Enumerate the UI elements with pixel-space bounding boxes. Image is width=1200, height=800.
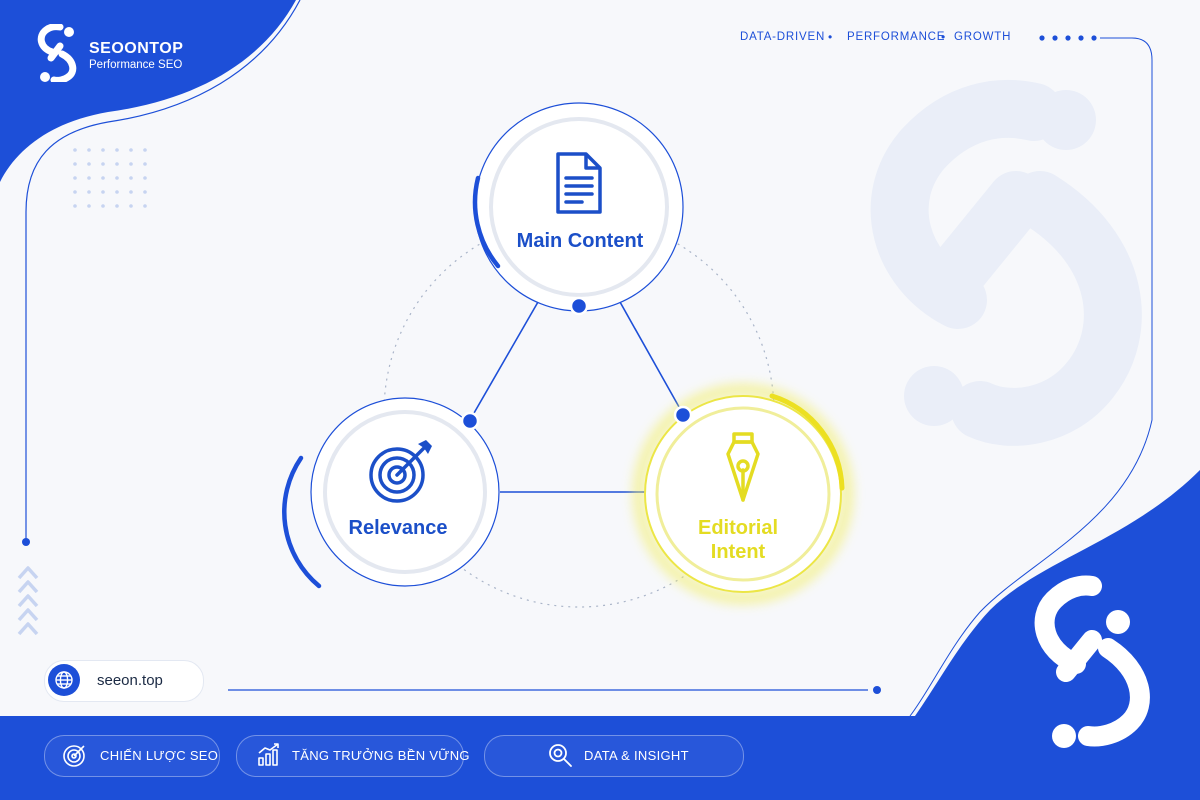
tagline-separator: • xyxy=(941,30,946,44)
pen-nib-icon xyxy=(726,432,760,502)
chip-label: DATA & INSIGHT xyxy=(584,748,689,763)
document-icon xyxy=(556,152,602,214)
connector-dots xyxy=(460,296,693,431)
brand-logo-icon xyxy=(37,24,77,82)
node-label-main-content: Main Content xyxy=(516,230,644,252)
node-relevance xyxy=(282,397,500,589)
chip-data-insight xyxy=(484,735,744,777)
diagram-connectors xyxy=(469,301,684,493)
chip-label: TĂNG TRƯỞNG BỀN VỮNG xyxy=(292,748,470,763)
separator-dot xyxy=(873,686,881,694)
dot-grid xyxy=(73,148,147,208)
node-label-intent: Intent xyxy=(710,541,766,563)
tagline-item-performance: PERFORMANCE xyxy=(847,31,946,43)
left-rail-dot xyxy=(22,538,30,546)
target-icon xyxy=(369,440,432,503)
growth-chart-icon xyxy=(258,743,279,766)
footer-logo xyxy=(1034,575,1150,748)
node-label-relevance: Relevance xyxy=(348,517,448,539)
tagline-item-data-driven: DATA-DRIVEN xyxy=(740,31,826,43)
brand-tagline: Performance SEO xyxy=(89,59,183,71)
chevron-up-icons xyxy=(17,566,39,636)
node-label-editorial: Editorial xyxy=(697,517,778,539)
target-icon xyxy=(63,745,85,767)
node-main-content xyxy=(472,102,684,312)
watermark-logo xyxy=(870,79,1142,446)
magnifier-icon xyxy=(549,744,572,767)
brand-name: SEOONTOP xyxy=(89,40,184,57)
top-left-curve-line xyxy=(25,0,301,540)
website-url[interactable]: seeon.top xyxy=(97,672,163,689)
top-right-dots xyxy=(1039,35,1097,41)
chip-label: CHIẾN LƯỢC SEO xyxy=(100,748,219,763)
globe-icon xyxy=(48,664,80,696)
top-left-blue-shape xyxy=(0,0,296,182)
chip-chien-luoc-seo xyxy=(44,735,220,777)
chip-tang-truong-ben-vung xyxy=(236,735,464,777)
tagline-item-growth: GROWTH xyxy=(954,31,1012,43)
tagline-separator: • xyxy=(828,30,833,44)
bottom-right-curve-line xyxy=(909,140,1153,717)
top-right-frame-line xyxy=(1100,37,1153,140)
